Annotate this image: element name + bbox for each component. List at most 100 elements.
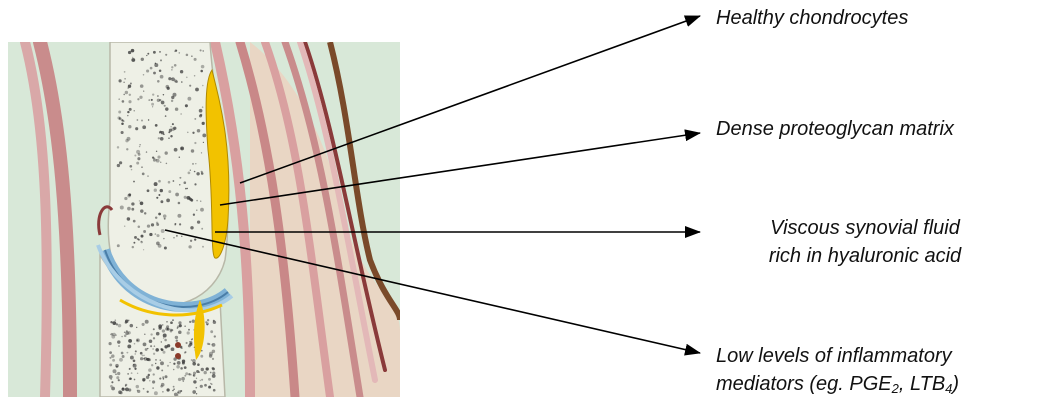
bone-speckle [189, 343, 192, 346]
bone-speckle [163, 238, 164, 239]
bone-speckle [186, 76, 188, 78]
bone-speckle [199, 109, 203, 113]
bone-speckle [141, 119, 143, 121]
bone-speckle [143, 90, 144, 91]
bone-speckle [194, 171, 196, 173]
bone-speckle [140, 84, 144, 88]
bone-speckle [109, 375, 113, 379]
bone-speckle [155, 363, 156, 364]
bone-speckle [173, 180, 175, 182]
bone-speckle [150, 333, 152, 335]
bone-speckle [136, 385, 139, 388]
bone-speckle [160, 137, 164, 141]
bone-speckle [157, 80, 160, 83]
bone-speckle [156, 197, 158, 199]
bone-speckle [196, 378, 197, 379]
bone-speckle [194, 142, 196, 144]
bone-speckle [118, 98, 120, 100]
bone-speckle [128, 339, 132, 343]
bone-speckle [201, 172, 204, 175]
bone-speckle [164, 247, 167, 250]
bone-speckle [117, 164, 120, 167]
bone-speckle [171, 66, 173, 68]
bone-speckle [119, 79, 122, 82]
bone-speckle [156, 222, 158, 224]
bone-speckle [147, 224, 150, 227]
bone-speckle [156, 366, 159, 369]
bone-speckle [171, 78, 172, 79]
bone-speckle [181, 377, 185, 381]
bone-speckle [213, 320, 215, 322]
bone-speckle [179, 184, 180, 185]
bone-speckle [188, 172, 191, 175]
bone-speckle [181, 81, 183, 83]
bone-speckle [110, 385, 113, 388]
bone-speckle [180, 70, 183, 73]
bone-speckle [185, 372, 188, 375]
bone-speckle [163, 337, 164, 338]
bone-speckle [200, 385, 203, 388]
bone-speckle [137, 157, 140, 160]
bone-speckle [160, 385, 163, 388]
bone-speckle [188, 245, 191, 248]
bone-speckle [131, 202, 134, 205]
bone-speckle [190, 226, 193, 229]
bone-speckle [176, 235, 178, 237]
bone-speckle [117, 372, 120, 375]
bone-speckle [203, 142, 204, 143]
bone-speckle [200, 200, 201, 201]
bone-speckle [164, 339, 167, 342]
bone-speckle [206, 322, 209, 325]
bone-speckle [121, 131, 124, 134]
bone-speckle [179, 52, 181, 54]
bone-speckle [208, 378, 211, 381]
bone-speckle [166, 388, 169, 391]
bone-speckle [159, 51, 161, 53]
bone-speckle [153, 337, 155, 339]
bone-speckle [180, 113, 181, 114]
bone-speckle [201, 368, 204, 371]
bone-speckle [161, 369, 163, 371]
bone-speckle [192, 320, 195, 323]
bone-speckle [129, 377, 132, 380]
mediators-mid: , LTB [899, 373, 945, 395]
bone-speckle [179, 324, 182, 327]
bone-speckle [125, 388, 126, 389]
bone-speckle [143, 388, 145, 390]
bone-speckle [143, 343, 147, 347]
bone-speckle [158, 326, 161, 329]
bone-speckle [167, 87, 170, 90]
bone-speckle [136, 338, 140, 342]
bone-speckle [134, 353, 135, 354]
bone-speckle [211, 344, 212, 345]
bone-speckle [143, 230, 146, 233]
bone-speckle [164, 375, 167, 378]
bone-speckle [177, 214, 181, 218]
bone-speckle [153, 72, 156, 75]
bone-speckle [134, 379, 136, 381]
bone-speckle [128, 100, 131, 103]
bone-speckle [129, 368, 131, 370]
bone-speckle [173, 369, 175, 371]
bone-speckle [189, 321, 191, 323]
bone-speckle [210, 383, 212, 385]
bone-speckle [139, 200, 141, 202]
bone-speckle [145, 348, 148, 351]
bone-speckle [174, 148, 178, 152]
bone-speckle [121, 352, 124, 355]
bone-speckle [194, 118, 196, 120]
bone-speckle [212, 350, 215, 353]
bone-speckle [201, 379, 203, 381]
bone-speckle [163, 214, 167, 218]
bone-speckle [160, 200, 163, 203]
bone-speckle [192, 132, 194, 134]
bone-speckle [132, 57, 133, 58]
bone-speckle [124, 335, 127, 338]
bone-speckle [142, 173, 145, 176]
bone-speckle [193, 380, 196, 383]
bone-speckle [173, 93, 177, 97]
bone-speckle [198, 371, 200, 373]
bone-speckle [195, 387, 197, 389]
bone-speckle [163, 378, 165, 380]
